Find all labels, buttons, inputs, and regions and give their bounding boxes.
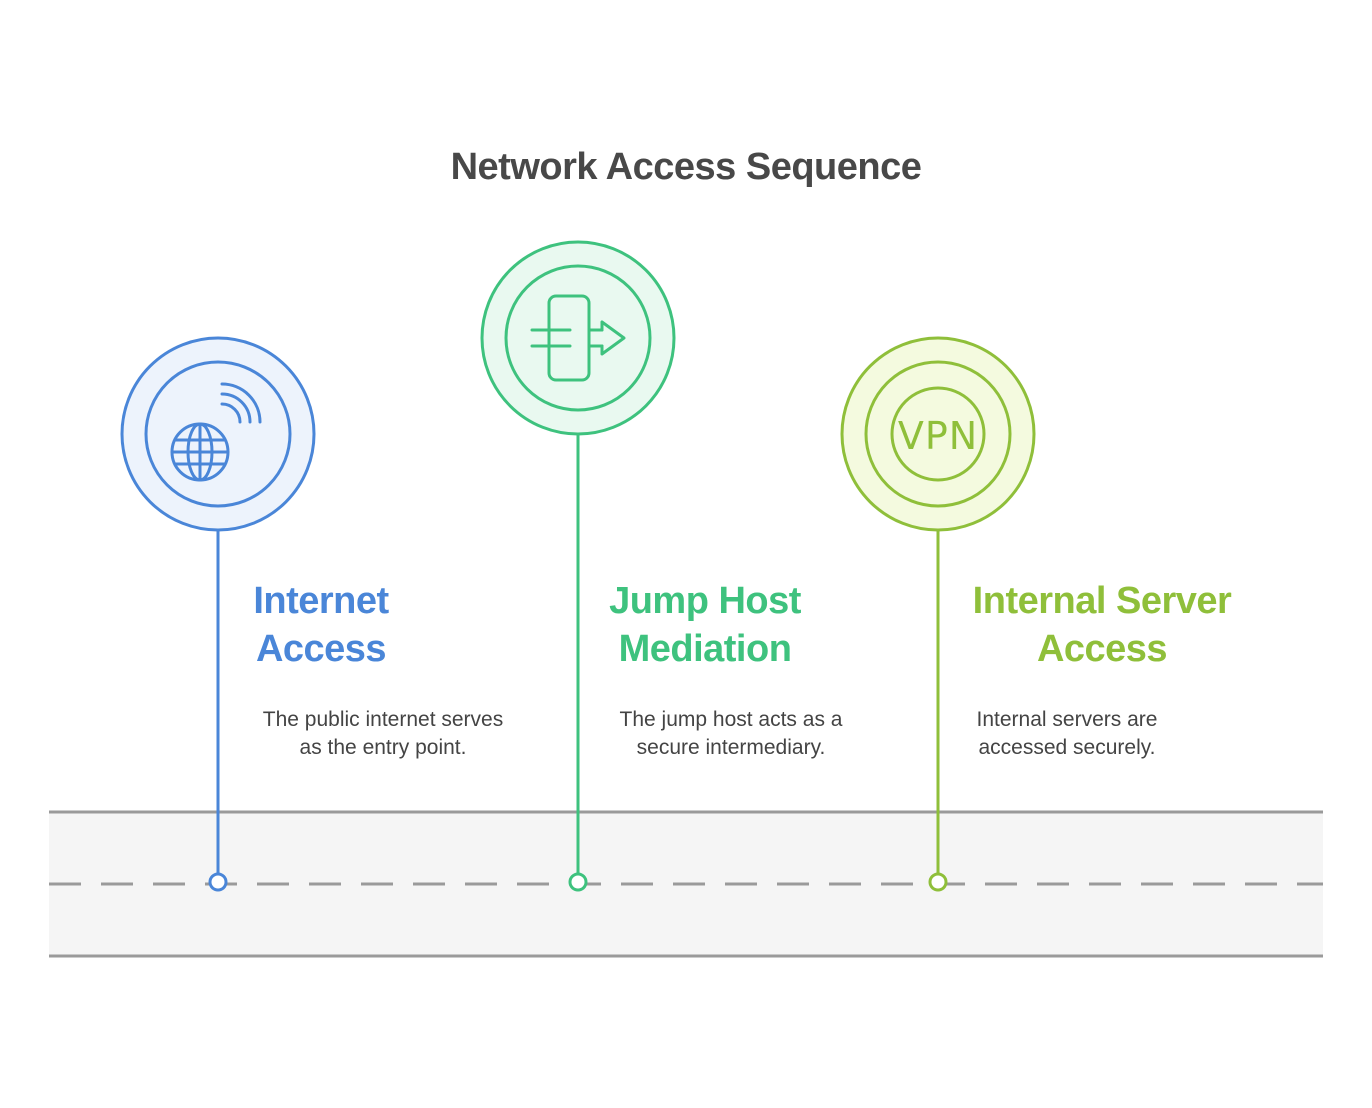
jump-host-transfer-icon — [530, 294, 626, 382]
globe-wifi-icon — [170, 382, 262, 482]
step-2-title-line-2: Mediation — [618, 628, 792, 670]
step-2-description-line-1: The jump host acts as a — [619, 708, 843, 731]
step-1-dot — [208, 872, 228, 892]
step-3-title: Internal Server Access — [932, 577, 1272, 673]
step-1-description-line-1: The public internet serves — [262, 708, 504, 731]
vpn-icon: VPN — [890, 386, 986, 482]
step-1-inner-ring — [144, 360, 292, 508]
step-1-marker — [120, 336, 316, 892]
step-2-marker — [480, 240, 676, 892]
step-3-description-line-2: accessed securely. — [978, 736, 1156, 759]
step-1-title-line-1: Internet — [253, 580, 389, 622]
step-2-description: The jump host acts as a secure intermedi… — [571, 706, 891, 762]
step-1-title: Internet Access — [151, 577, 491, 673]
step-1-outer-ring — [120, 336, 316, 532]
step-3-description: Internal servers are accessed securely. — [907, 706, 1227, 762]
step-1-title-line-2: Access — [255, 628, 387, 670]
step-2-outer-ring — [480, 240, 676, 436]
step-1-description: The public internet serves as the entry … — [223, 706, 543, 762]
step-3-title-line-2: Access — [1036, 628, 1168, 670]
step-3-title-line-1: Internal Server — [972, 580, 1232, 622]
step-2-inner-ring — [504, 264, 652, 412]
diagram-title: Network Access Sequence — [450, 146, 922, 188]
step-2-dot — [568, 872, 588, 892]
step-2-title-line-1: Jump Host — [609, 580, 801, 622]
step-1-description-line-2: as the entry point. — [299, 736, 467, 759]
step-3-outer-ring — [840, 336, 1036, 532]
step-2-description-line-2: secure intermediary. — [636, 736, 826, 759]
step-3-inner-ring — [864, 360, 1012, 508]
step-3-dot — [928, 872, 948, 892]
step-3-marker: VPN — [840, 336, 1036, 892]
vpn-icon-label: VPN — [898, 414, 978, 458]
step-3-description-line-1: Internal servers are — [976, 708, 1158, 731]
step-2-title: Jump Host Mediation — [535, 577, 875, 673]
